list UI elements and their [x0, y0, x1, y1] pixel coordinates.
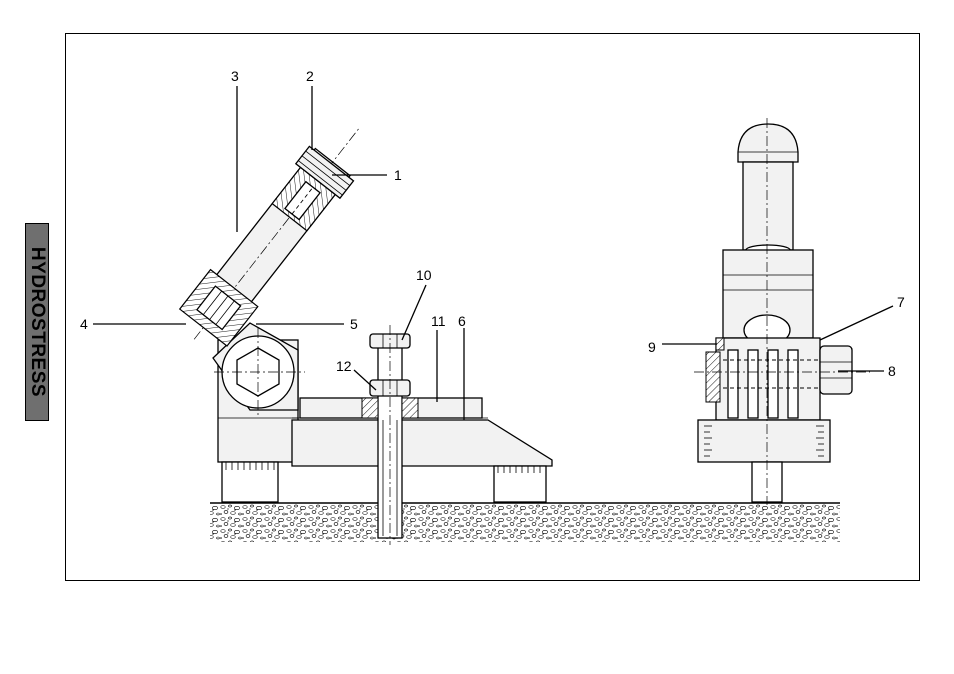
callout-label-8: 8 — [888, 363, 896, 379]
angled-column-assembly — [170, 108, 552, 545]
callout-11: 11 — [431, 313, 446, 402]
callout-3: 3 — [231, 68, 239, 232]
callout-4: 4 — [80, 316, 186, 332]
callout-label-11: 11 — [431, 313, 446, 329]
callout-10: 10 — [402, 267, 432, 340]
callout-label-6: 6 — [458, 313, 466, 329]
callout-label-5: 5 — [350, 316, 358, 332]
callout-label-1: 1 — [394, 167, 402, 183]
callout-label-2: 2 — [306, 68, 314, 84]
callout-label-9: 9 — [648, 339, 656, 355]
callout-label-10: 10 — [416, 267, 432, 283]
callout-label-3: 3 — [231, 68, 239, 84]
callout-12: 12 — [336, 358, 376, 390]
callout-2: 2 — [306, 68, 314, 150]
vertical-column-assembly — [694, 118, 870, 505]
callout-label-7: 7 — [897, 294, 905, 310]
callout-7: 7 — [820, 294, 905, 340]
callout-label-4: 4 — [80, 316, 88, 332]
callout-5: 5 — [256, 316, 358, 332]
ground-concrete — [210, 503, 840, 542]
callout-label-12: 12 — [336, 358, 352, 374]
